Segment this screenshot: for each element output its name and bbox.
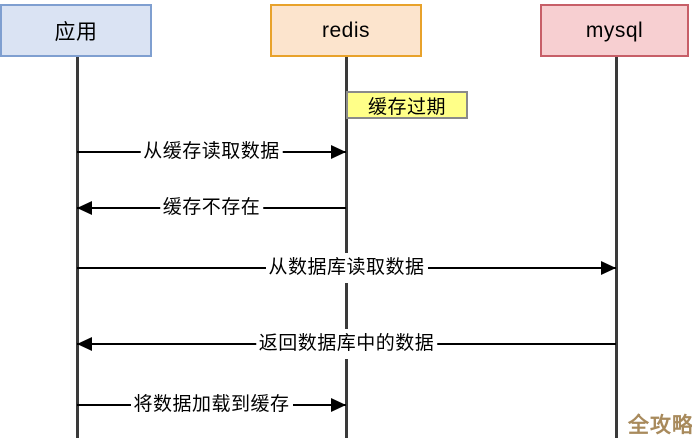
message-label: 返回数据库中的数据	[255, 329, 438, 359]
arrowhead-icon	[601, 261, 616, 275]
lifeline-app	[76, 57, 79, 438]
message-label: 缓存不存在	[159, 193, 264, 223]
message-label: 从数据库读取数据	[265, 253, 428, 283]
arrowhead-icon	[331, 145, 346, 159]
participant-box-app[interactable]: 应用	[0, 4, 152, 57]
participant-box-redis[interactable]: redis	[270, 4, 422, 57]
lifeline-mysql	[615, 57, 618, 438]
message-arrow[interactable]: 从缓存读取数据	[77, 137, 346, 167]
arrowhead-icon	[77, 337, 92, 351]
participant-label-mysql: mysql	[585, 18, 644, 42]
watermark-text: 全攻略	[628, 414, 692, 437]
message-arrow[interactable]: 从数据库读取数据	[77, 253, 616, 283]
lifeline-redis	[345, 57, 348, 438]
participant-label-redis: redis	[321, 18, 371, 42]
note-label: 缓存过期	[367, 96, 446, 118]
participant-box-mysql[interactable]: mysql	[540, 4, 689, 57]
message-arrow[interactable]: 将数据加载到缓存	[77, 390, 346, 420]
arrowhead-icon	[77, 201, 92, 215]
note-cache-expired: 缓存过期	[346, 91, 468, 119]
message-arrow[interactable]: 返回数据库中的数据	[77, 329, 616, 359]
message-label: 将数据加载到缓存	[130, 390, 293, 420]
arrowhead-icon	[331, 398, 346, 412]
participant-label-app: 应用	[54, 20, 98, 44]
message-arrow[interactable]: 缓存不存在	[77, 193, 346, 223]
message-label: 从缓存读取数据	[140, 137, 283, 167]
